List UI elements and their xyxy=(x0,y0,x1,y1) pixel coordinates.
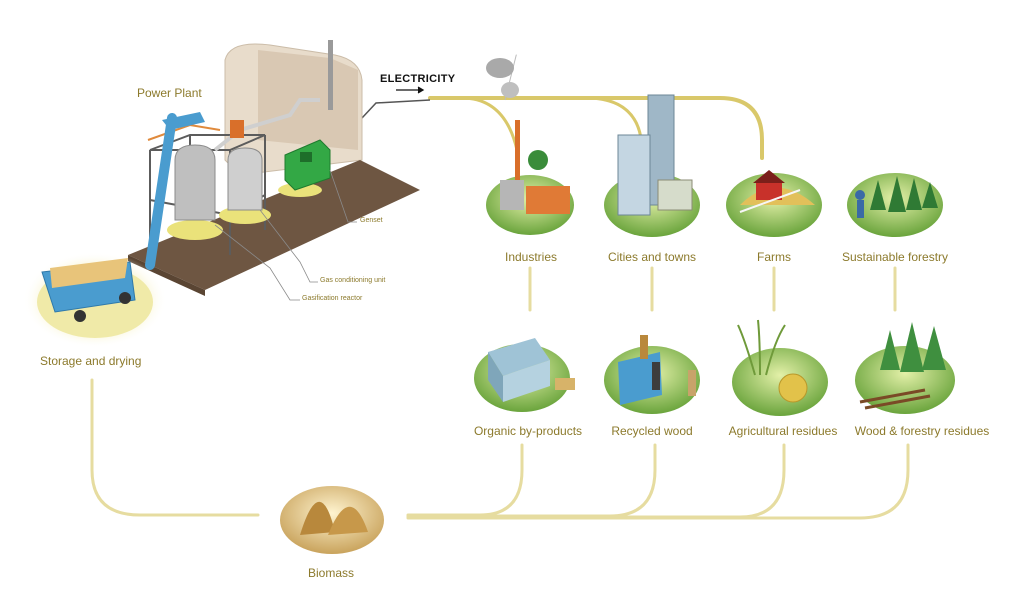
line-biomass-organic xyxy=(406,443,524,517)
consumer-forestry-label: Sustainable forestry xyxy=(841,250,949,264)
consumer-industries-label: Industries xyxy=(504,250,558,264)
storage-illustration xyxy=(23,252,167,348)
storage-label: Storage and drying xyxy=(40,354,142,368)
power-plant-illustration xyxy=(128,40,420,301)
biomass-illustration xyxy=(280,486,384,554)
farms-illustration xyxy=(726,170,822,237)
industries-illustration xyxy=(486,54,574,235)
agricultural-residues-illustration xyxy=(732,319,828,416)
cities-illustration xyxy=(604,94,700,237)
line-biomass-recycled xyxy=(406,443,657,518)
flow-lines xyxy=(90,266,910,520)
line-biomass-agri xyxy=(406,443,786,519)
wood-residues-illustration xyxy=(855,322,955,414)
consumer-farms-label: Farms xyxy=(757,250,791,264)
source-agricultural-label: Agricultural residues xyxy=(728,424,838,438)
recycled-wood-illustration xyxy=(604,335,700,414)
line-storage-biomass xyxy=(90,378,260,517)
source-organic-label: Organic by-products xyxy=(473,424,583,438)
source-wood-label: Wood & forestry residues xyxy=(854,424,990,438)
power-plant-title: Power Plant xyxy=(137,86,202,100)
electricity-lines xyxy=(428,96,764,160)
line-biomass-wood xyxy=(406,443,910,520)
gasification-reactor-label: Gasification reactor xyxy=(302,295,363,302)
genset-label: Genset xyxy=(360,217,383,224)
consumer-cities-label: Cities and towns xyxy=(607,250,697,264)
electricity-label: ELECTRICITY xyxy=(380,73,456,85)
gas-conditioning-label: Gas conditioning unit xyxy=(320,277,386,284)
forestry-illustration xyxy=(847,173,943,237)
organic-byproducts-illustration xyxy=(474,338,575,412)
source-recycled-label: Recycled wood xyxy=(611,424,693,438)
biomass-label: Biomass xyxy=(307,566,355,580)
electricity-arrow xyxy=(361,86,431,119)
